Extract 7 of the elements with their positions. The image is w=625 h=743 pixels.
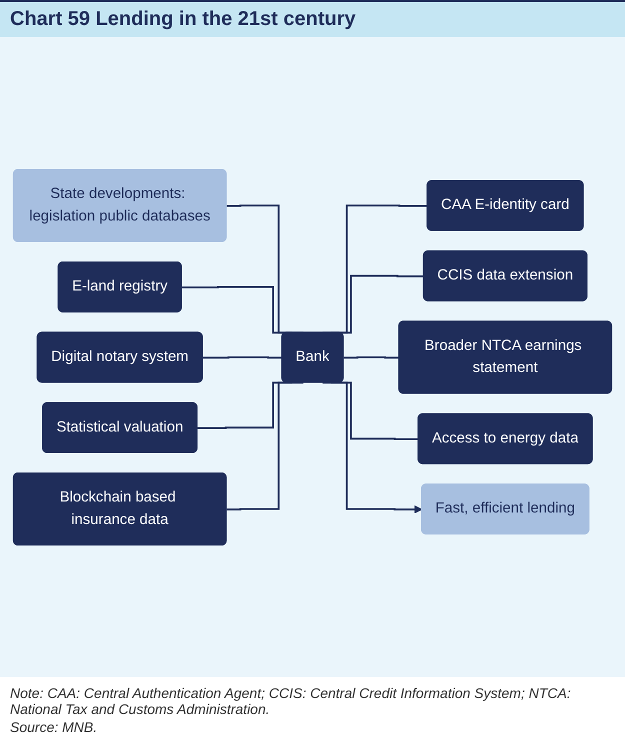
note: Note: CAA: Central Authentication Agent; CCIS: Central Credit Information System; NTCA: National Tax and Customs Administration.	[10, 685, 572, 717]
source-note: Source: MNB.	[10, 719, 98, 735]
arrow	[322, 382, 422, 514]
connector	[344, 356, 400, 358]
chart-title: Chart 59 Lending in the 21st century	[10, 8, 357, 31]
connector	[226, 382, 304, 510]
connector	[202, 356, 282, 358]
